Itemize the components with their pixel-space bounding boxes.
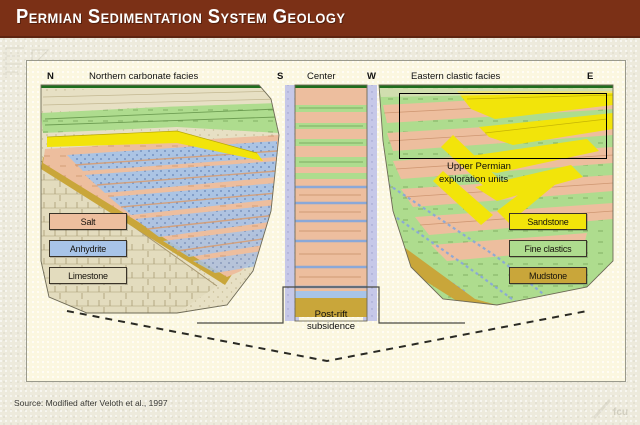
label-northern-facies: Northern carbonate facies — [89, 71, 199, 82]
legend-label-salt: Salt — [80, 216, 96, 227]
subsidence-line-2: subsidence — [306, 321, 356, 333]
legend-item-salt: Salt — [49, 213, 127, 230]
legend-label-mudstone: Mudstone — [529, 270, 567, 281]
label-center: Center — [307, 71, 336, 82]
legend-clastic: Sandstone Fine clastics Mudstone — [509, 213, 587, 294]
label-eastern-facies: Eastern clastic facies — [411, 71, 501, 82]
legend-item-sandstone: Sandstone — [509, 213, 587, 230]
annotation-line-2: exploration units — [439, 174, 509, 185]
legend-item-limestone: Limestone — [49, 267, 127, 284]
page-title: Permian Sedimentation System Geology — [16, 6, 346, 28]
legend-item-fine-clastics: Fine clastics — [509, 240, 587, 257]
legend-label-anhydrite: Anhydrite — [69, 243, 107, 254]
post-rift-subsidence-label: Post-rift subsidence — [276, 309, 386, 334]
header-bar: Permian Sedimentation System Geology — [0, 0, 640, 38]
center-column — [295, 85, 367, 317]
annotation-line-1: Upper Permian — [447, 161, 511, 172]
watermark-bottom-right-icon: fcu — [593, 399, 628, 419]
source-citation: Source: Modified after Veloth et al., 19… — [14, 398, 168, 408]
subsidence-line-1: Post-rift — [314, 309, 348, 320]
label-east: E — [587, 71, 594, 82]
legend-label-sandstone: Sandstone — [527, 216, 569, 227]
legend-carbonate: Salt Anhydrite Limestone — [49, 213, 127, 294]
eastern-clastic-block — [379, 85, 613, 305]
label-north: N — [47, 71, 54, 82]
label-south: S — [277, 71, 284, 82]
label-west: W — [367, 71, 376, 82]
geology-cross-section-diagram: N Northern carbonate facies S Center W E… — [26, 60, 626, 382]
legend-label-limestone: Limestone — [68, 270, 108, 281]
legend-label-fine-clastics: Fine clastics — [524, 243, 572, 254]
legend-item-mudstone: Mudstone — [509, 267, 587, 284]
svg-text:fcu: fcu — [613, 407, 628, 418]
legend-item-anhydrite: Anhydrite — [49, 240, 127, 257]
